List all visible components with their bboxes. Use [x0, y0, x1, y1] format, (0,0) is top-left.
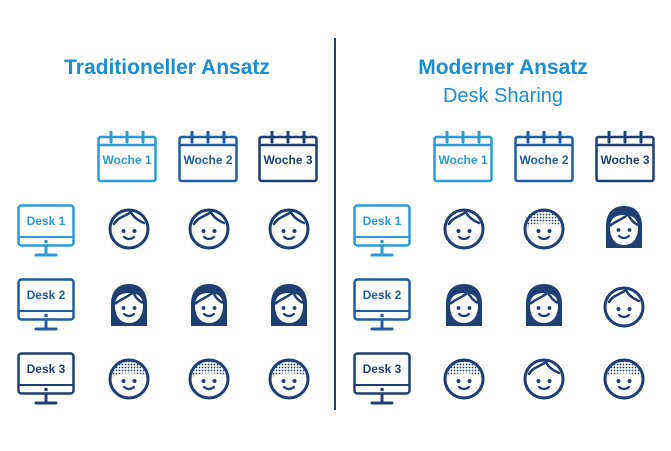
desk-label: Desk 1	[362, 214, 402, 228]
desk-monitor-icon: Desk 3	[353, 352, 413, 410]
desk-label: Desk 2	[26, 288, 66, 302]
desk-monitor-icon: Desk 2	[353, 278, 413, 336]
person-face-icon	[441, 354, 487, 402]
week-label: Woche 1	[102, 153, 152, 167]
desk-monitor-icon: Desk 3	[17, 352, 77, 410]
person-face-icon	[601, 204, 647, 252]
desk-monitor-icon: Desk 1	[17, 204, 77, 262]
person-face-icon	[106, 354, 152, 402]
person-face-icon	[441, 282, 487, 330]
person-face-icon	[106, 282, 152, 330]
person-face-icon	[186, 354, 232, 402]
section-divider	[334, 38, 336, 410]
week-calendar-icon: Woche 3	[258, 131, 320, 183]
desk-label: Desk 3	[26, 362, 66, 376]
week-label: Woche 2	[519, 153, 569, 167]
week-calendar-icon: Woche 2	[178, 131, 240, 183]
week-calendar-icon: Woche 1	[97, 131, 159, 183]
right-subtitle: Desk Sharing	[442, 85, 564, 107]
week-label: Woche 3	[600, 153, 650, 167]
desk-label: Desk 2	[362, 288, 402, 302]
week-calendar-icon: Woche 2	[514, 131, 576, 183]
left-title: Traditioneller Ansatz	[64, 56, 270, 79]
week-label: Woche 3	[263, 153, 313, 167]
week-calendar-icon: Woche 1	[433, 131, 495, 183]
person-face-icon	[601, 282, 647, 330]
desk-label: Desk 1	[26, 214, 66, 228]
person-face-icon	[601, 354, 647, 402]
person-face-icon	[441, 204, 487, 252]
right-title: Moderner Ansatz	[418, 56, 588, 79]
person-face-icon	[266, 204, 312, 252]
person-face-icon	[106, 204, 152, 252]
person-face-icon	[266, 282, 312, 330]
person-face-icon	[521, 204, 567, 252]
person-face-icon	[521, 354, 567, 402]
week-calendar-icon: Woche 3	[595, 131, 657, 183]
desk-label: Desk 3	[362, 362, 402, 376]
person-face-icon	[186, 204, 232, 252]
desk-monitor-icon: Desk 1	[353, 204, 413, 262]
week-label: Woche 1	[438, 153, 488, 167]
person-face-icon	[521, 282, 567, 330]
person-face-icon	[186, 282, 232, 330]
week-label: Woche 2	[183, 153, 233, 167]
person-face-icon	[266, 354, 312, 402]
desk-monitor-icon: Desk 2	[17, 278, 77, 336]
